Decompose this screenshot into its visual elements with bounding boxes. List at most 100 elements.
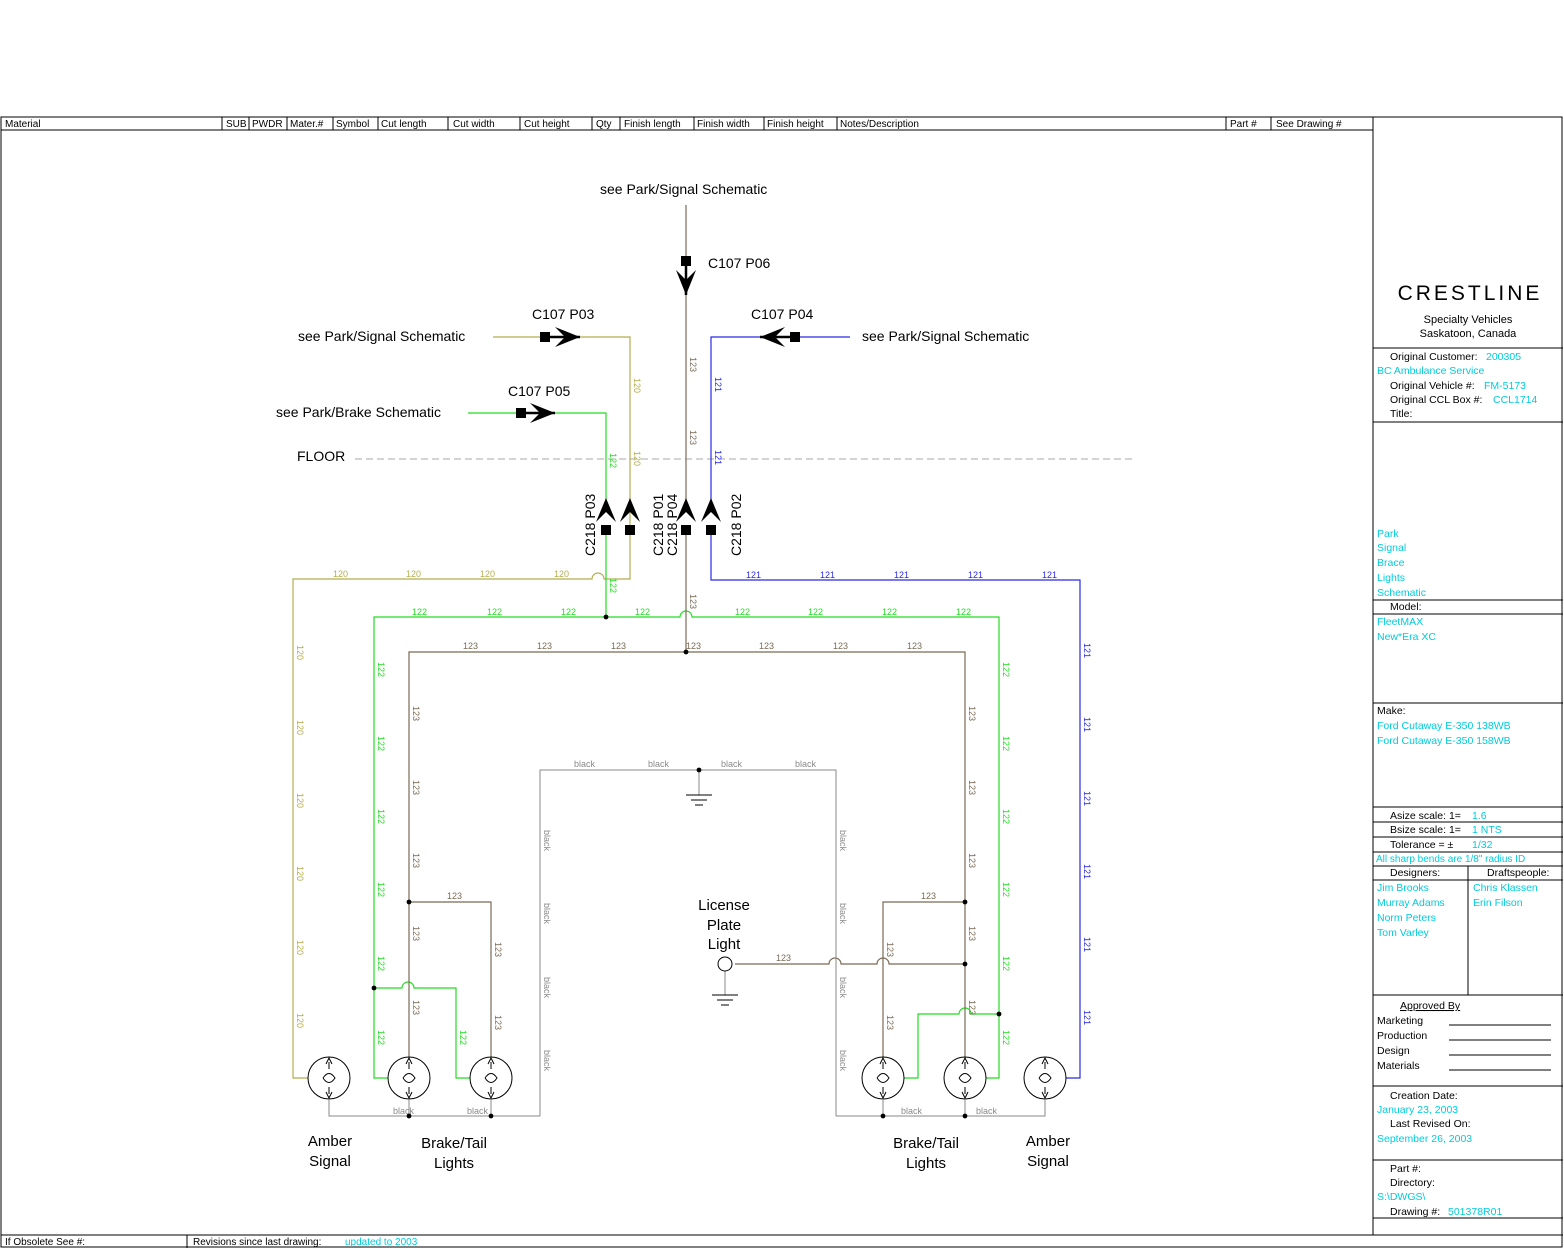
asize-label: Asize scale: 1= (1390, 810, 1461, 822)
part-label: Part #: (1390, 1163, 1421, 1175)
designer-3: Norm Peters (1377, 912, 1436, 924)
col-cut-width: Cut width (453, 119, 495, 130)
junction-dots (371, 614, 1002, 1119)
wire-black (328, 769, 1046, 1117)
floor-label: FLOOR (297, 448, 345, 464)
title-block: CRESTLINE Specialty Vehicles Saskatoon, … (1373, 282, 1563, 1219)
original-customer-value: 200305 (1486, 351, 1521, 363)
creation-label: Creation Date: (1390, 1090, 1458, 1102)
title-label: Title: (1390, 408, 1412, 420)
wire-label-black: black (976, 1106, 998, 1116)
wire-label-121: 121 (1042, 570, 1057, 580)
wire-label-122: 122 (1001, 956, 1011, 971)
ref-left-signal: see Park/Signal Schematic (298, 328, 465, 344)
col-part-no: Part # (1230, 119, 1257, 130)
connector-label: C218 P01 (650, 494, 666, 556)
caption-brake-left-1: Brake/Tail (421, 1135, 487, 1152)
tolerance-value: 1/32 (1472, 839, 1493, 851)
wire-label-123: 123 (921, 891, 936, 901)
header-row: Material SUB PWDR Mater.# Symbol Cut len… (5, 117, 1342, 130)
wire-label-122: 122 (376, 809, 386, 824)
wire-label-123: 123 (537, 641, 552, 651)
sheet-frame (0, 116, 1563, 1248)
connector-c107-p06: C107 P06 (676, 255, 770, 295)
wire-labels-120: 120 120 120 120 120 120 120 120 120 120 … (295, 378, 642, 1028)
wire-label-122: 122 (1001, 809, 1011, 824)
directory-value: S:\DWGS\ (1377, 1191, 1426, 1203)
wire-label-121: 121 (894, 570, 909, 580)
connector-c107-p04: C107 P04 (751, 306, 813, 347)
wire-label-123: 123 (411, 780, 421, 795)
wire-120 (292, 336, 631, 1079)
bulb-icon (943, 1056, 987, 1100)
wire-label-black: black (838, 977, 848, 999)
designers-label: Designers: (1390, 867, 1440, 879)
wire-label-121: 121 (713, 377, 723, 392)
original-ccl-value: CCL1714 (1493, 394, 1538, 406)
wire-label-123: 123 (493, 1015, 503, 1030)
title-line-4: Lights (1377, 572, 1405, 584)
bsize-label: Bsize scale: 1= (1390, 824, 1461, 836)
caption-amber-right-1: Amber (1026, 1133, 1070, 1150)
creation-value: January 23, 2003 (1377, 1104, 1458, 1116)
wire-label-122: 122 (458, 1030, 468, 1045)
approval-materials: Materials (1377, 1060, 1420, 1072)
connector-label: C107 P06 (708, 255, 770, 271)
caption-license-1: License (698, 897, 750, 914)
wire-label-black: black (648, 759, 670, 769)
obsolete-label: If Obsolete See #: (5, 1237, 85, 1248)
connector-label: C107 P03 (532, 306, 594, 322)
wire-label-121: 121 (1082, 643, 1092, 658)
wire-labels-122: 122 122 122 122 122 122 122 122 122 122 … (376, 453, 1011, 1045)
wire-label-black: black (542, 903, 552, 925)
wire-label-121: 121 (746, 570, 761, 580)
title-line-1: Park (1377, 528, 1399, 540)
wire-label-123: 123 (833, 641, 848, 651)
wire-label-120: 120 (632, 451, 642, 466)
wire-label-121: 121 (968, 570, 983, 580)
original-vehicle-label: Original Vehicle #: (1390, 380, 1475, 392)
original-customer-label: Original Customer: (1390, 351, 1478, 363)
wire-label-black: black (393, 1106, 415, 1116)
col-sub: SUB (226, 119, 247, 130)
bulb-icon (307, 1056, 351, 1100)
caption-brake-right-2: Lights (906, 1155, 946, 1172)
footer-row: If Obsolete See #: Revisions since last … (5, 1237, 418, 1248)
connector-c218-p04: C218 P04 (664, 494, 696, 556)
make-line-1: Ford Cutaway E-350 138WB (1377, 720, 1511, 732)
asize-value: 1.6 (1472, 810, 1487, 822)
wire-label-122: 122 (1001, 736, 1011, 751)
bulb-icon (387, 1056, 431, 1100)
col-mater-no: Mater.# (290, 119, 324, 130)
caption-license-3: Light (708, 936, 741, 953)
wire-label-123: 123 (907, 641, 922, 651)
wire-label-black: black (542, 830, 552, 852)
wire-label-122: 122 (376, 662, 386, 677)
connector-c218-p01: C218 P01 (620, 494, 666, 556)
model-line-2: New*Era XC (1377, 631, 1436, 643)
wire-label-122: 122 (376, 882, 386, 897)
approval-production: Production (1377, 1030, 1427, 1042)
wire-label-120: 120 (295, 866, 305, 881)
wire-label-121: 121 (820, 570, 835, 580)
col-qty: Qty (596, 119, 612, 130)
wire-123 (408, 205, 966, 1062)
wire-label-black: black (901, 1106, 923, 1116)
company-line-1: Specialty Vehicles (1424, 314, 1513, 326)
wire-label-122: 122 (376, 736, 386, 751)
connector-label: C218 P02 (728, 494, 744, 556)
connector-label: C218 P04 (664, 494, 680, 556)
wire-label-121: 121 (1082, 937, 1092, 952)
bulb-icon (861, 1056, 905, 1100)
col-finish-height: Finish height (767, 119, 824, 130)
original-vehicle-value: FM-5173 (1484, 380, 1526, 392)
wire-labels-123: 123 123 123 123 123 123 123 123 123 123 … (411, 357, 977, 1030)
caption-brake-left-2: Lights (434, 1155, 474, 1172)
wire-label-black: black (467, 1106, 489, 1116)
model-label: Model: (1390, 601, 1422, 613)
connector-c107-p05: C107 P05 (508, 383, 570, 423)
draftsperson-2: Erin Filson (1473, 897, 1523, 909)
col-finish-length: Finish length (624, 119, 681, 130)
tolerance-label: Tolerance = ± (1390, 839, 1453, 851)
